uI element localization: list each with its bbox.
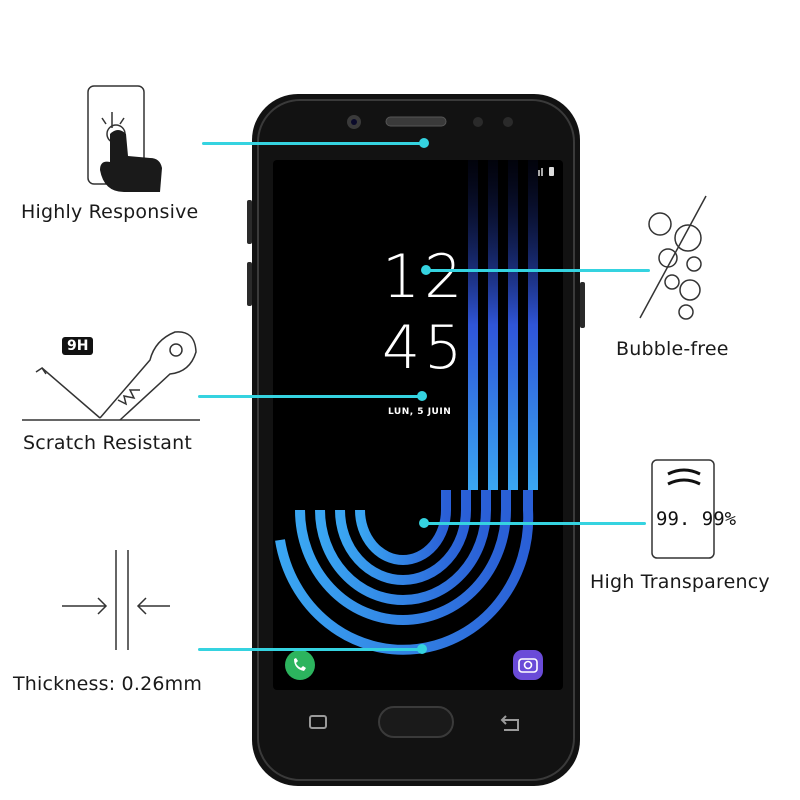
- hardness-badge: 9H: [62, 337, 94, 355]
- callout-dot-thickness: [417, 644, 427, 654]
- callout-line-transparency: [424, 522, 646, 525]
- clock-minute: 45: [382, 313, 467, 383]
- clock-hour: 12: [382, 242, 467, 312]
- callout-line-thickness: [198, 648, 424, 651]
- label-thickness: Thickness: 0.26mm: [13, 673, 203, 695]
- callout-dot-transparency: [419, 518, 429, 528]
- earpiece: [385, 116, 447, 127]
- label-highly-responsive: Highly Responsive: [21, 201, 199, 223]
- thickness-arrows-icon: [62, 550, 170, 650]
- callout-line-bubble: [426, 269, 650, 272]
- phone-call-icon: [285, 650, 315, 680]
- label-bubble-free: Bubble-free: [616, 338, 729, 360]
- callout-line-scratch: [198, 395, 424, 398]
- back-icon: [500, 715, 519, 731]
- lockscreen-date: LUN, 5 JUIN: [388, 407, 452, 417]
- label-high-transparency: High Transparency: [590, 571, 770, 593]
- callout-dot-responsive: [419, 138, 429, 148]
- hand-touch-icon: [87, 85, 162, 192]
- camera-icon: [513, 650, 543, 680]
- transparency-value: 99. 99%: [656, 508, 737, 530]
- callout-dot-scratch: [417, 391, 427, 401]
- key-icon: [22, 331, 200, 421]
- callout-line-responsive: [202, 142, 428, 145]
- callout-dot-bubble: [421, 265, 431, 275]
- recent-apps-icon: [309, 715, 327, 729]
- label-scratch-resistant: Scratch Resistant: [23, 432, 193, 454]
- home-button-icon: [378, 706, 454, 738]
- transparency-card-icon: [651, 459, 715, 559]
- bubbles-icon: [639, 195, 707, 320]
